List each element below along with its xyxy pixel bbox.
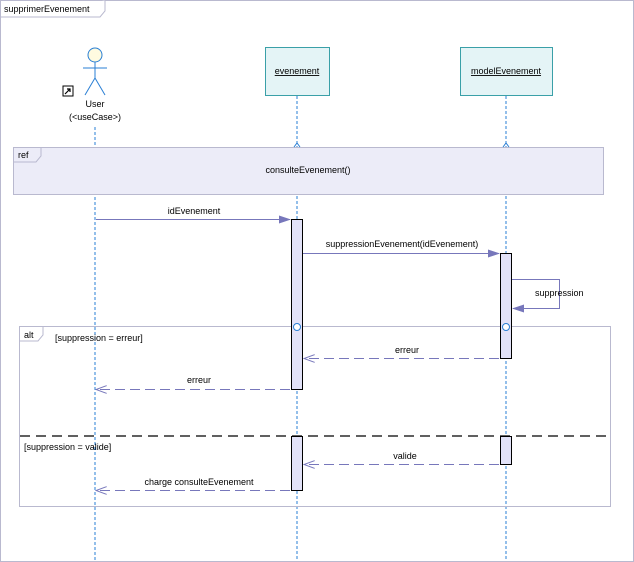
shortcut-arrow-icon (62, 85, 74, 97)
modelevenement-activation (500, 253, 512, 359)
actor-name: User (85, 99, 104, 109)
fragment-gate-marker (293, 323, 301, 331)
ref-fragment-tab (13, 147, 42, 163)
return-label-erreur-user: erreur (187, 375, 211, 385)
evenement-activation (291, 436, 303, 491)
modelevenement-object-name: modelEvenement (471, 66, 542, 76)
alt-guard-valide: [suppression = valide] (24, 442, 111, 452)
modelevenement-activation (500, 436, 512, 465)
frame-name: supprimerEvenement (4, 4, 90, 14)
modelevenement-object-box[interactable] (460, 47, 553, 96)
alt-fragment-tab (19, 326, 44, 342)
ref-label: consulteEvenement() (265, 165, 350, 175)
frame-name-tab (0, 0, 106, 18)
return-label-charge-consulteevenement: charge consulteEvenement (144, 477, 254, 487)
ref-fragment[interactable] (13, 147, 604, 195)
actor-head (87, 47, 103, 63)
ref-keyword: ref (18, 150, 29, 160)
actor-stereotype: (<useCase>) (69, 112, 121, 122)
alt-keyword: alt (24, 330, 34, 340)
message-label-idevenement: idEvenement (168, 206, 221, 216)
lifeline-entry-mark (293, 142, 301, 148)
fragment-gate-marker (502, 323, 510, 331)
return-label-erreur-model: erreur (395, 345, 419, 355)
alt-fragment[interactable] (19, 326, 611, 507)
message-suppression-self[interactable] (512, 279, 560, 313)
return-label-valide: valide (393, 451, 417, 461)
actor-user[interactable] (83, 47, 107, 96)
message-label-suppression: suppression (535, 288, 584, 298)
evenement-object-name: evenement (275, 66, 320, 76)
lifeline-entry-mark (502, 142, 510, 148)
message-label-suppressionevenement: suppressionEvenement(idEvenement) (326, 239, 479, 249)
evenement-activation (291, 219, 303, 390)
alt-guard-erreur: [suppression = erreur] (55, 333, 143, 343)
evenement-object-box[interactable] (265, 47, 330, 96)
